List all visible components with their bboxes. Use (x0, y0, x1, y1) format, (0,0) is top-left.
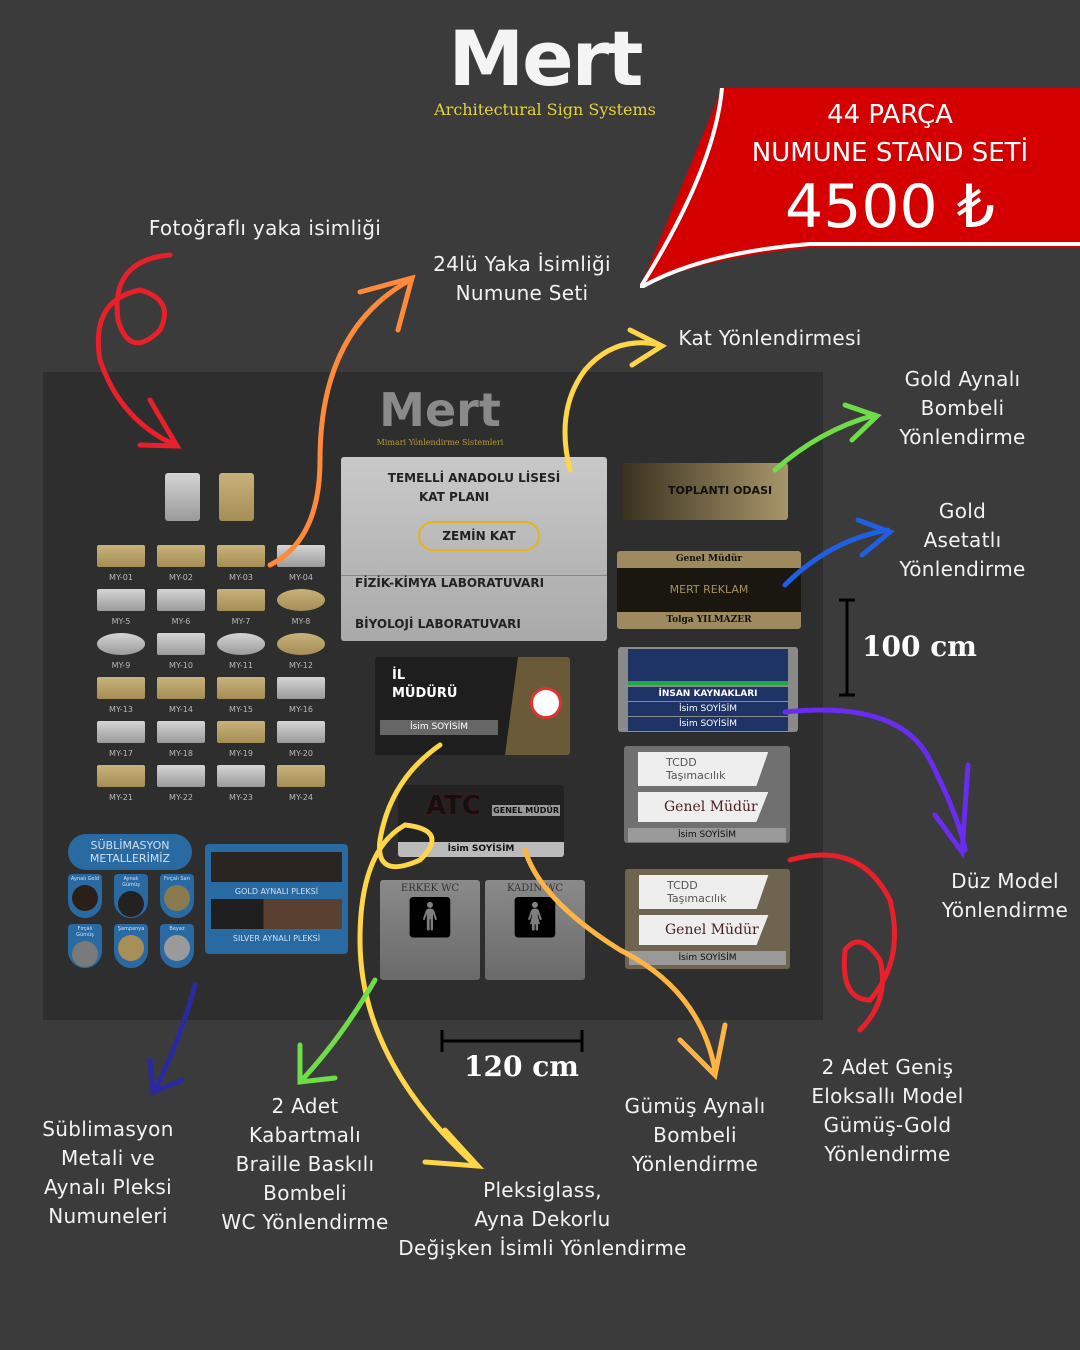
height-dimension-arrow (839, 598, 855, 697)
badge-sample (97, 633, 145, 655)
badge-code: MY-10 (169, 661, 193, 670)
badge-sample (277, 545, 325, 567)
director-sign: İL MÜDÜRÜ İsim SOYİSİM (375, 657, 570, 755)
woman-icon: 🚺︎ (509, 895, 561, 941)
label-floor: Kat Yönlendirmesi (678, 326, 862, 350)
badge-sample (157, 765, 205, 787)
badge-code: MY-14 (169, 705, 193, 714)
badge-sample (97, 765, 145, 787)
promo-banner: 44 PARÇA NUMUNE STAND SETİ 4500 ₺ (640, 88, 1080, 288)
badge-code: MY-21 (109, 793, 133, 802)
sublimation-title: SÜBLİMASYON METALLERİMİZ (68, 834, 192, 870)
badge-sample (277, 633, 325, 655)
tcdd-name: İsim SOYİSİM (629, 951, 786, 965)
badge-sample (217, 721, 265, 743)
plexi-samples: GOLD AYNALI PLEKSİ SILVER AYNALI PLEKSİ (205, 844, 348, 954)
badge-code: MY-9 (111, 661, 131, 670)
badge-sample (157, 677, 205, 699)
badge-code: MY-13 (109, 705, 133, 714)
tcdd-role: Genel Müdür (639, 915, 769, 945)
promo-shape (640, 88, 1080, 288)
swatch: Aynalı Gold (68, 874, 102, 918)
swatch: Fırçalı Sarı (160, 874, 194, 918)
swatch: Beyaz (160, 924, 194, 968)
badge-sample (277, 589, 325, 611)
swatch: Fırçalı Gümüş (68, 924, 102, 968)
ministry-seal-icon (530, 687, 562, 719)
wc-sign-men: ERKEK WC 🚹︎ (380, 880, 480, 980)
badge-sample (157, 589, 205, 611)
badge-code: MY-11 (229, 661, 253, 670)
badge-code: MY-15 (229, 705, 253, 714)
swatch: Aynalı Gümüş (114, 874, 148, 918)
badge-sample (157, 633, 205, 655)
photo-badge-gold (219, 473, 254, 521)
board-logo: Mert Mimari Yönlendirme Sistemleri (376, 383, 504, 447)
badge-sample (217, 765, 265, 787)
badge-code: MY-16 (289, 705, 313, 714)
badge-code: MY-18 (169, 749, 193, 758)
acetate-sign: Genel Müdür MERT REKLAM Tolga YILMAZER (617, 551, 801, 629)
badge-sample (217, 633, 265, 655)
meeting-room-sign: TOPLANTI ODASI (622, 463, 788, 520)
badge-code: MY-01 (109, 573, 133, 582)
swatch: Şampanya (114, 924, 148, 968)
hr-sign: İNSAN KAYNAKLARI İsim SOYİSİM İsim SOYİS… (618, 647, 798, 732)
badge-sample (157, 545, 205, 567)
badge-code: MY-03 (229, 573, 253, 582)
badge-code: MY-12 (289, 661, 313, 670)
tcdd-name: İsim SOYİSİM (628, 828, 786, 842)
wc-sign-women: KADIN WC 🚺︎ (485, 880, 585, 980)
badge-sample (217, 677, 265, 699)
tcdd-role: Genel Müdür (638, 792, 769, 822)
badge-code: MY-17 (109, 749, 133, 758)
badge-sample (277, 765, 325, 787)
label-photo-badge: Fotoğraflı yaka isimliği (148, 216, 382, 240)
badge-code: MY-8 (291, 617, 311, 626)
man-icon: 🚹︎ (404, 895, 456, 941)
width-dimension: 120 cm (464, 1050, 579, 1083)
badge-sample (217, 545, 265, 567)
badge-code: MY-20 (289, 749, 313, 758)
height-dimension: 100 cm (862, 630, 977, 663)
badge-sample (97, 545, 145, 567)
badge-sample (97, 721, 145, 743)
badge-code: MY-19 (229, 749, 253, 758)
brand-logo: Mert Architectural Sign Systems (434, 14, 656, 119)
badge-code: MY-7 (231, 617, 251, 626)
floor-plan-sign: TEMELLİ ANADOLU LİSESİ KAT PLANI ZEMİN K… (341, 457, 607, 641)
badge-code: MY-24 (289, 793, 313, 802)
badge-sample (157, 721, 205, 743)
badge-sample (277, 677, 325, 699)
badge-code: MY-6 (171, 617, 191, 626)
badge-code: MY-23 (229, 793, 253, 802)
atc-sign: ATC GENEL MÜDÜR İsim SOYİSİM (398, 785, 564, 857)
badge-code: MY-02 (169, 573, 193, 582)
badge-sample (217, 589, 265, 611)
badge-code: MY-5 (111, 617, 131, 626)
badge-code: MY-22 (169, 793, 193, 802)
badge-sample (277, 721, 325, 743)
badge-code: MY-04 (289, 573, 313, 582)
badge-sample (97, 677, 145, 699)
photo-badge-silver (165, 473, 200, 521)
badge-sample (97, 589, 145, 611)
